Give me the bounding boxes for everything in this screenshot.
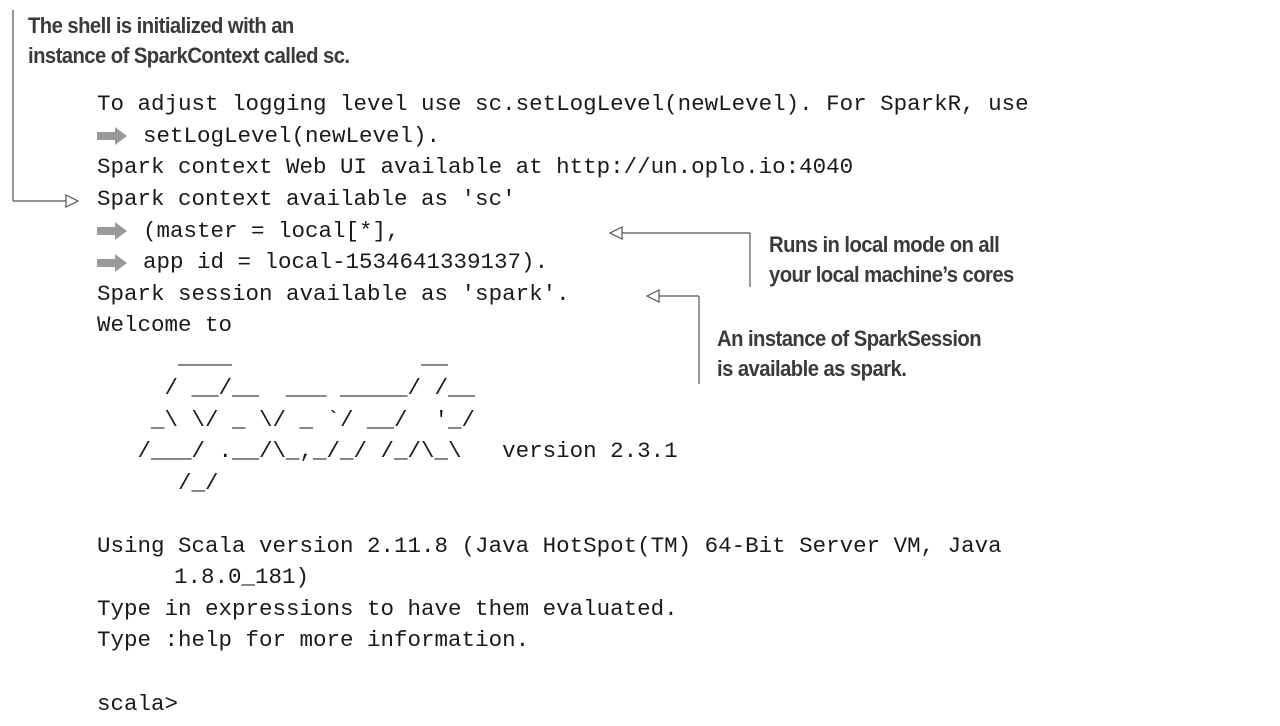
scala-prompt[interactable]: scala> — [97, 691, 179, 717]
spark-logo-line: /___/ .__/\_,_/_/ /_/\_\ version 2.3.1 — [97, 438, 678, 464]
continuation-arrow-icon — [97, 254, 127, 272]
spark-session-connector — [645, 289, 700, 384]
console-line: To adjust logging level use sc.setLogLev… — [97, 91, 1029, 117]
console-line: app id = local-1534641339137). — [143, 249, 549, 275]
console-line: Spark context available as 'sc' — [97, 186, 516, 212]
annotation-line: An instance of SparkSession — [717, 326, 982, 351]
console-line: Type :help for more information. — [97, 627, 530, 653]
spark-logo-line: /_/ — [97, 470, 219, 496]
console-line: Type in expressions to have them evaluat… — [97, 596, 678, 622]
local-mode-annotation: Runs in local mode on all your local mac… — [769, 230, 1014, 290]
annotation-line: is available as spark. — [717, 356, 907, 381]
annotation-line: your local machine’s cores — [769, 262, 1014, 287]
local-mode-connector — [608, 226, 751, 287]
spark-logo-line: / __/__ ___ _____/ /__ — [97, 375, 476, 401]
annotation-line: The shell is initialized with an — [28, 13, 294, 38]
annotation-line: Runs in local mode on all — [769, 232, 1000, 257]
shell-init-connector — [12, 10, 80, 208]
console-line: (master = local[*], — [143, 218, 400, 244]
console-line: Spark session available as 'spark'. — [97, 281, 570, 307]
console-line: Spark context Web UI available at http:/… — [97, 154, 854, 180]
annotation-line: instance of SparkContext called sc. — [28, 43, 350, 68]
spark-session-annotation: An instance of SparkSession is available… — [717, 324, 982, 384]
console-line: Using Scala version 2.11.8 (Java HotSpot… — [97, 533, 1002, 559]
console-line: 1.8.0_181) — [174, 564, 310, 590]
spark-logo-line: ____ __ — [97, 344, 449, 370]
continuation-arrow-icon — [97, 222, 127, 240]
shell-init-annotation: The shell is initialized with an instanc… — [28, 11, 350, 71]
spark-logo-line: _\ \/ _ \/ _ `/ __/ '_/ — [97, 407, 476, 433]
continuation-arrow-icon — [97, 127, 127, 145]
console-line: Welcome to — [97, 312, 233, 338]
console-line: setLogLevel(newLevel). — [143, 123, 441, 149]
